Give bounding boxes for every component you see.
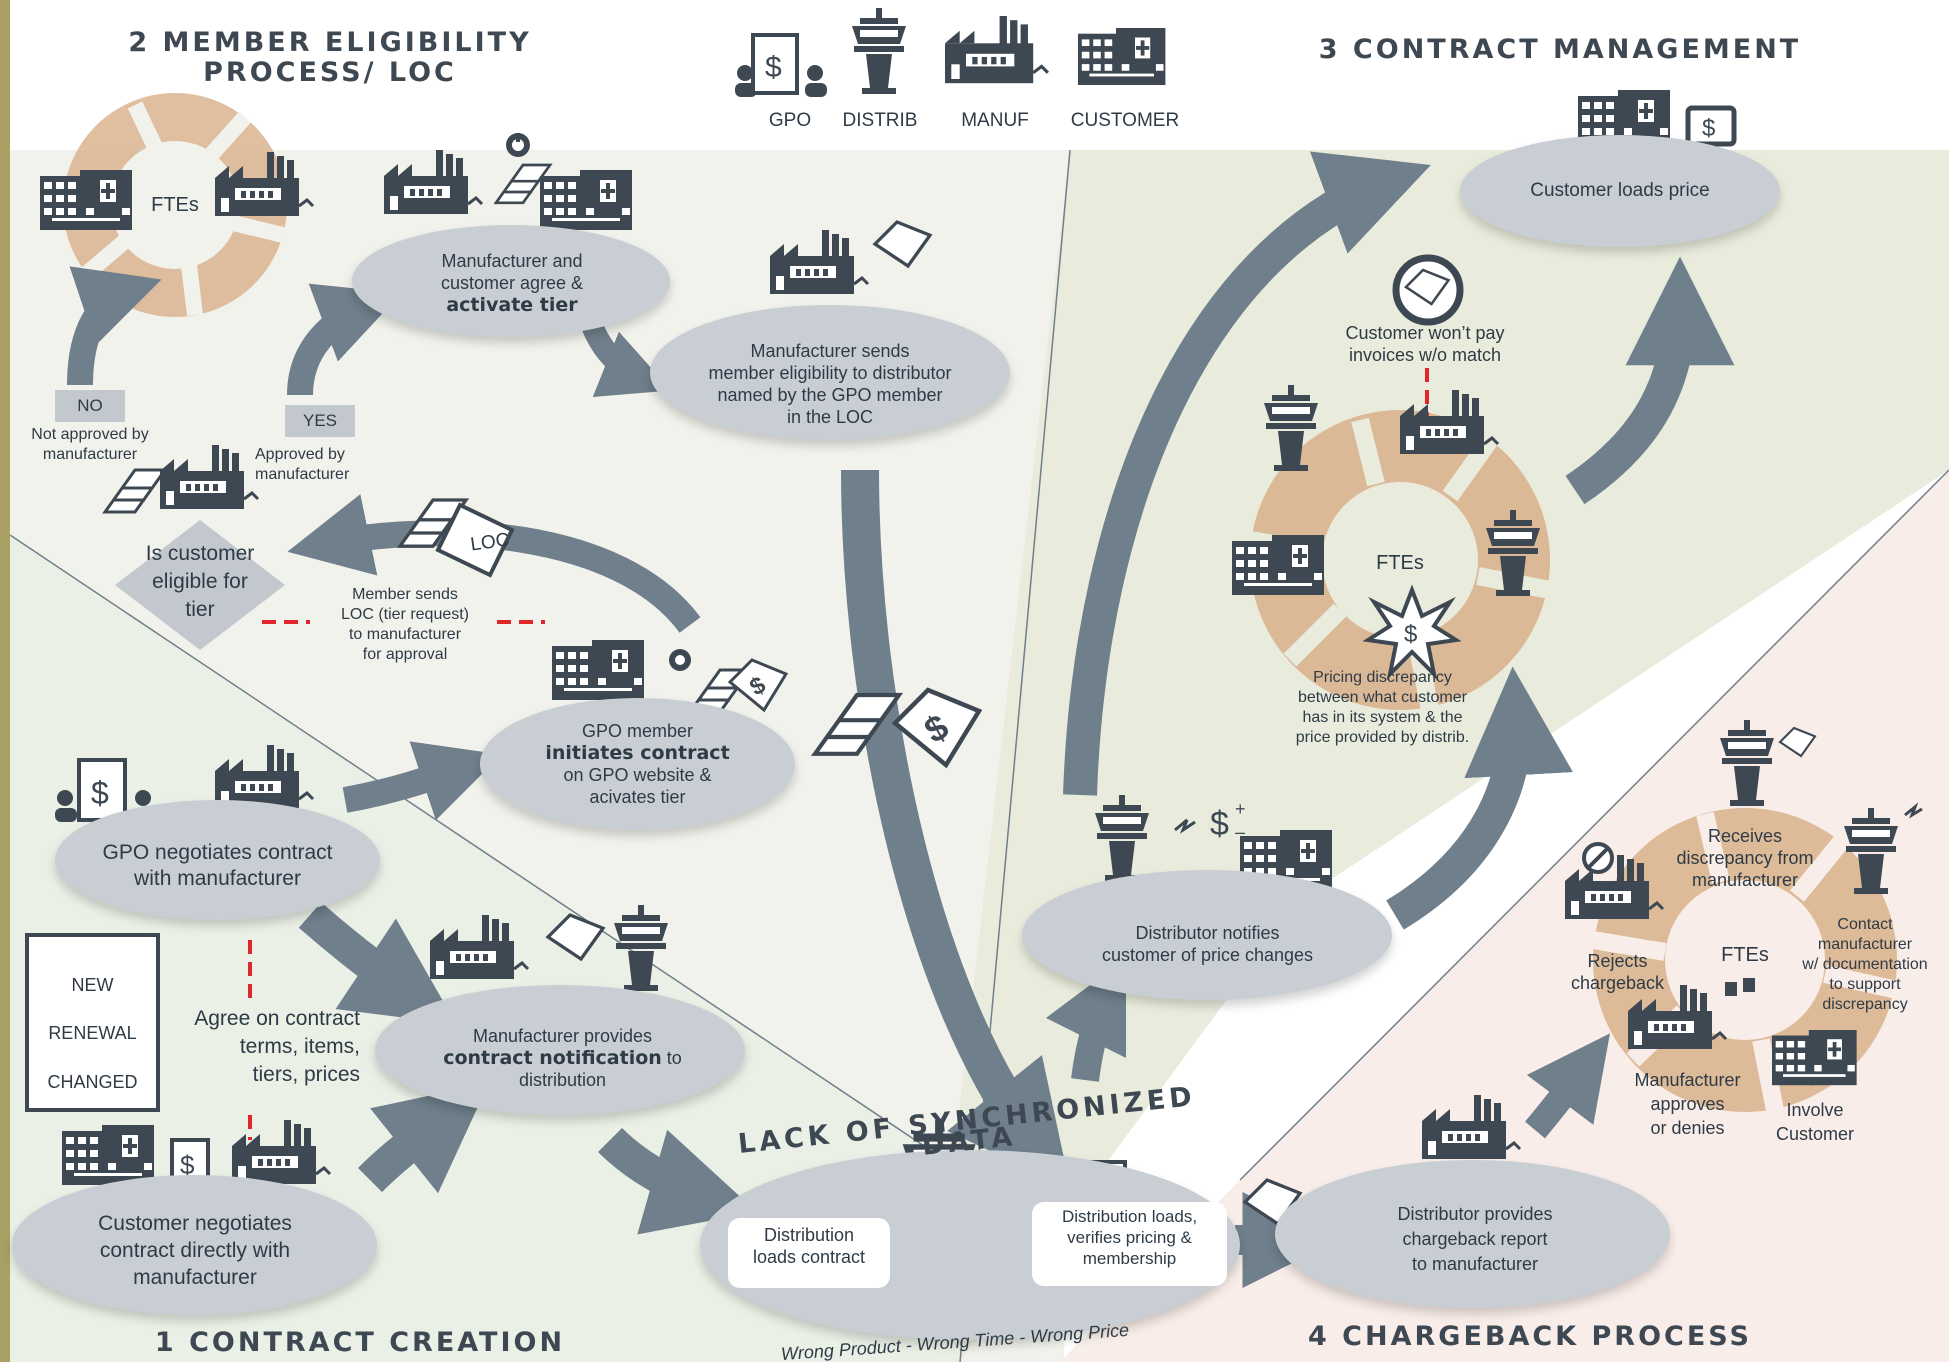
dist-notifies-text: Distributor notifies customer of price c… — [1101, 923, 1314, 965]
customer-negotiates-ellipse — [12, 1175, 377, 1315]
contract-status-card — [25, 933, 160, 1112]
legend-icons: $ — [735, 8, 1166, 97]
section-title-contract-management: 3 CONTRACT MANAGEMENT — [1318, 34, 1802, 65]
fte-cycle-middle — [1248, 410, 1552, 712]
rejects-chargeback-text: Rejects chargeback — [1570, 951, 1665, 993]
pricing-discrepancy-text: Pricing discrepancy between what custome… — [1295, 669, 1470, 746]
no-symbol-icon — [1582, 842, 1614, 874]
section-title-member-eligibility: 2 MEMBER ELIGIBILITY PROCESS/ LOC — [128, 27, 532, 88]
sends-eligibility-text: Manufacturer sends member eligibility to… — [708, 341, 952, 427]
building-icon — [1772, 1030, 1857, 1086]
building-icon — [40, 170, 132, 230]
signal-icon — [1174, 818, 1196, 834]
agree-activate-text: Manufacturer and customer agree &activat… — [440, 251, 584, 316]
dist-loads-verifies-box: Distribution loads, verifies pricing & m… — [1032, 1202, 1227, 1286]
is-eligible-text: Is customer eligible for tier — [145, 542, 255, 621]
price-change-icon: $ — [1210, 805, 1229, 843]
eligibility-decision-diamond — [115, 520, 285, 650]
status-changed: CHANGED — [47, 1072, 138, 1092]
sends-eligibility-ellipse — [650, 305, 1010, 440]
building-icon — [552, 640, 644, 700]
svg-text:$: $ — [1404, 621, 1417, 648]
power-icon — [506, 133, 530, 157]
red-dashed-connectors — [248, 368, 1429, 1140]
chargeback-report-ellipse — [1275, 1160, 1670, 1308]
no-tag: NO — [55, 390, 125, 422]
agree-terms-text: Agree on contract terms, items, tiers, p… — [194, 1007, 360, 1086]
svg-text:$: $ — [765, 51, 782, 84]
thumbs-icon — [1725, 978, 1755, 996]
gpo-document-icon: $ — [55, 758, 155, 822]
contact-manufacturer-text: Contact manufacturer w/ documentation to… — [1802, 916, 1928, 1013]
notification-ellipse — [375, 985, 745, 1115]
customer-loads-ellipse — [1460, 135, 1780, 247]
dist-loads-contract-box: Distribution loads contract — [728, 1218, 890, 1288]
flow-arrows — [67, 151, 1735, 1289]
section-title-chargeback: 4 CHARGEBACK PROCESS — [1308, 1321, 1752, 1352]
left-sidebar-stripe — [0, 0, 10, 1362]
agree-activate-ellipse — [352, 225, 670, 337]
building-icon — [540, 170, 632, 230]
customer-loads-price-text: Customer loads price — [1530, 180, 1710, 201]
fte-cycle-top-left — [61, 93, 287, 317]
yes-tag: YES — [285, 405, 355, 437]
customer-negotiates-text: Customer negotiates contract directly wi… — [98, 1212, 292, 1289]
fte-bottom-right-label: FTEs — [1721, 944, 1769, 966]
svg-text:–: – — [1235, 822, 1245, 842]
svg-text:$: $ — [91, 775, 109, 811]
svg-text:$: $ — [180, 1150, 195, 1180]
svg-text:+: + — [1235, 799, 1246, 819]
no-symbol-icon — [1392, 254, 1464, 326]
burst-icon: $ — [1362, 584, 1462, 681]
section-title-contract-creation: 1 CONTRACT CREATION — [154, 1327, 566, 1358]
fte-middle-label: FTEs — [1376, 552, 1424, 574]
gpo-negotiates-ellipse — [55, 800, 380, 920]
legend-distrib: DISTRIB — [842, 110, 918, 131]
status-new: NEW — [71, 975, 114, 995]
building-icon — [62, 1125, 154, 1185]
not-approved-label: Not approved by manufacturer — [31, 426, 149, 463]
legend-customer: CUSTOMER — [1070, 110, 1180, 131]
approved-label: Approved by manufacturer — [255, 446, 350, 483]
svg-text:$: $ — [1702, 115, 1715, 142]
chargeback-report-text: Distributor provides chargeback report t… — [1397, 1204, 1553, 1274]
gpo-document-icon: $ — [735, 33, 827, 97]
power-icon — [669, 649, 691, 671]
involve-customer-text: Involve Customer — [1775, 1100, 1855, 1144]
building-icon — [1232, 535, 1324, 595]
legend-manuf: MANUF — [961, 110, 1029, 131]
building-icon — [1078, 28, 1166, 85]
manufacturer-approves-text: Manufacturer approves or denies — [1634, 1070, 1741, 1138]
status-renewal: RENEWAL — [48, 1023, 137, 1043]
dist-notifies-ellipse — [1022, 870, 1392, 1000]
gpo-negotiates-text: GPO negotiates contract with manufacture… — [102, 841, 333, 890]
gpo-initiates-ellipse — [480, 698, 795, 830]
fte-label: FTEs — [151, 194, 199, 216]
member-sends-loc-text: Member sends LOC (tier request) to manuf… — [340, 586, 470, 663]
loc-tag-icon — [435, 502, 515, 578]
wont-pay-text: Customer won’t pay invoices w/o match — [1345, 323, 1505, 365]
legend-gpo: GPO — [768, 110, 812, 131]
receives-discrepancy-text: Receives discrepancy from manufacturer — [1676, 826, 1814, 890]
